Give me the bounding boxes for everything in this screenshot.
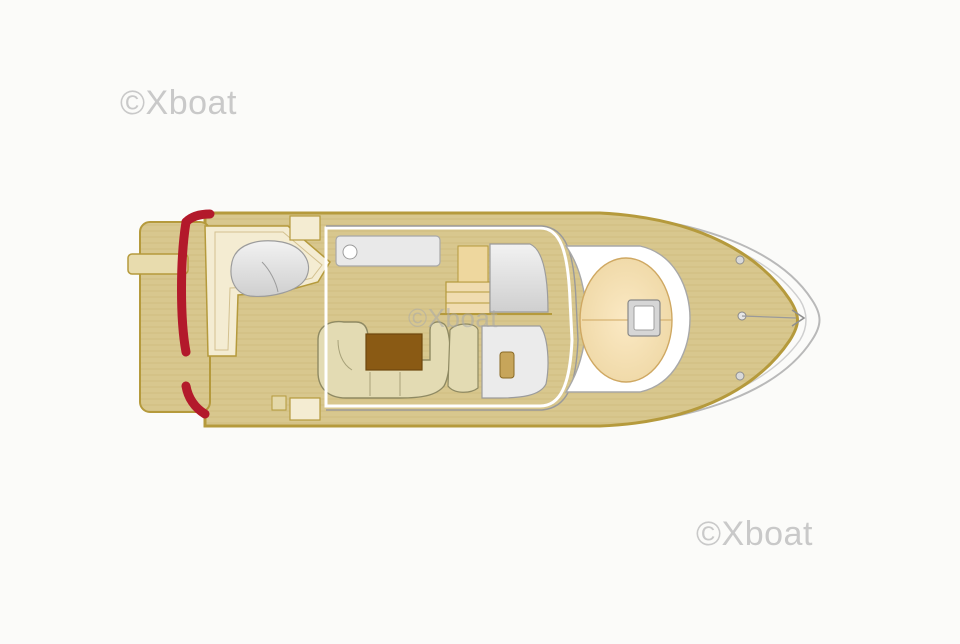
transom-red-accent-upper [181,209,215,227]
bow-rail [599,213,821,427]
boarding-gate-starboard [289,397,321,421]
dinette-sofa [317,320,451,399]
starboard-console [481,325,549,399]
watermark-bottom-right: ©Xboat [696,515,813,553]
cleat-starboard [735,371,745,381]
anchor-line [741,315,797,319]
watermark-top-left: ©Xboat [120,84,237,122]
side-step-starboard [271,395,287,411]
aft-lounge-seat [230,240,310,297]
windscreen-outline [326,225,579,411]
companionway-upper-step [457,245,489,283]
helm-console [489,243,549,313]
windscreen-frame [324,226,574,408]
helm-seat [447,323,479,393]
transom-red-accent [177,217,191,357]
cleat-port [735,255,745,265]
dinette-table [365,333,423,371]
watermark-center: ©Xboat [408,303,499,333]
dinette-sofa-cushion-seams [337,339,401,396]
steering-wheel [499,351,515,379]
anchor-icon [791,309,806,327]
sink-basin [342,244,358,260]
transom-red-accent-lower [181,381,210,419]
platform-step [127,253,189,275]
swim-platform [139,221,211,413]
boarding-gate-port [289,215,321,241]
aft-lounge-cushion-line [261,261,279,293]
wet-bar-counter [335,235,441,267]
